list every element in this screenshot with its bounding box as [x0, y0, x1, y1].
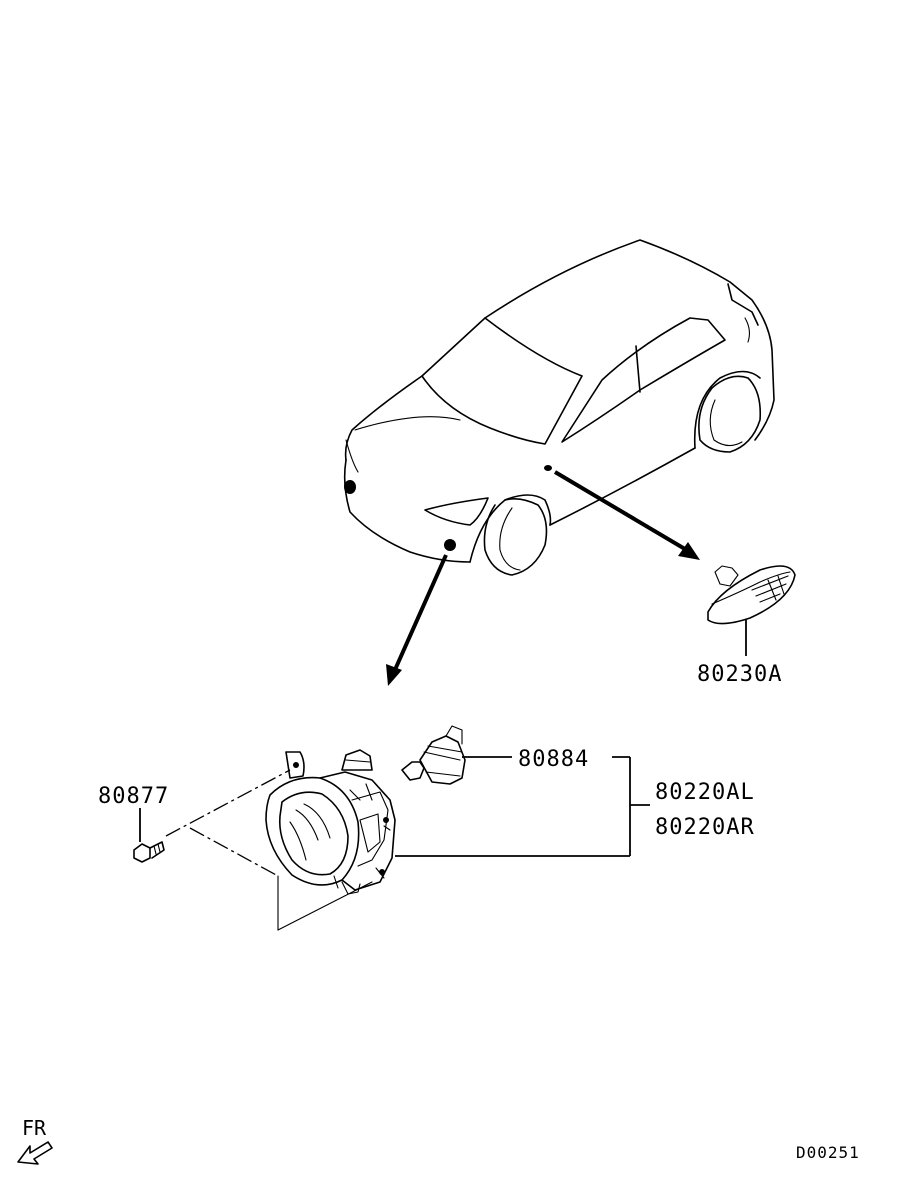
diagram-code: D00251 [796, 1143, 860, 1162]
label-fog-lamp-left: 80220AL [655, 780, 755, 805]
arrow-icon [17, 1141, 53, 1165]
label-fog-lamp-right: 80220AR [655, 815, 755, 840]
fog-lamp-assembly [265, 749, 396, 895]
side-turn-lamp [707, 565, 796, 656]
fog-lamp-bulb [401, 725, 466, 785]
callout-arrows [386, 470, 700, 686]
front-direction-indicator: FR [17, 1116, 53, 1165]
label-screw: 80877 [98, 784, 169, 809]
leader-lines [165, 756, 650, 931]
label-side-turn-lamp: 80230A [697, 662, 782, 687]
fr-label: FR [22, 1116, 47, 1140]
label-bulb: 80884 [518, 747, 589, 772]
vehicle-illustration [343, 239, 775, 576]
screw [133, 808, 165, 863]
